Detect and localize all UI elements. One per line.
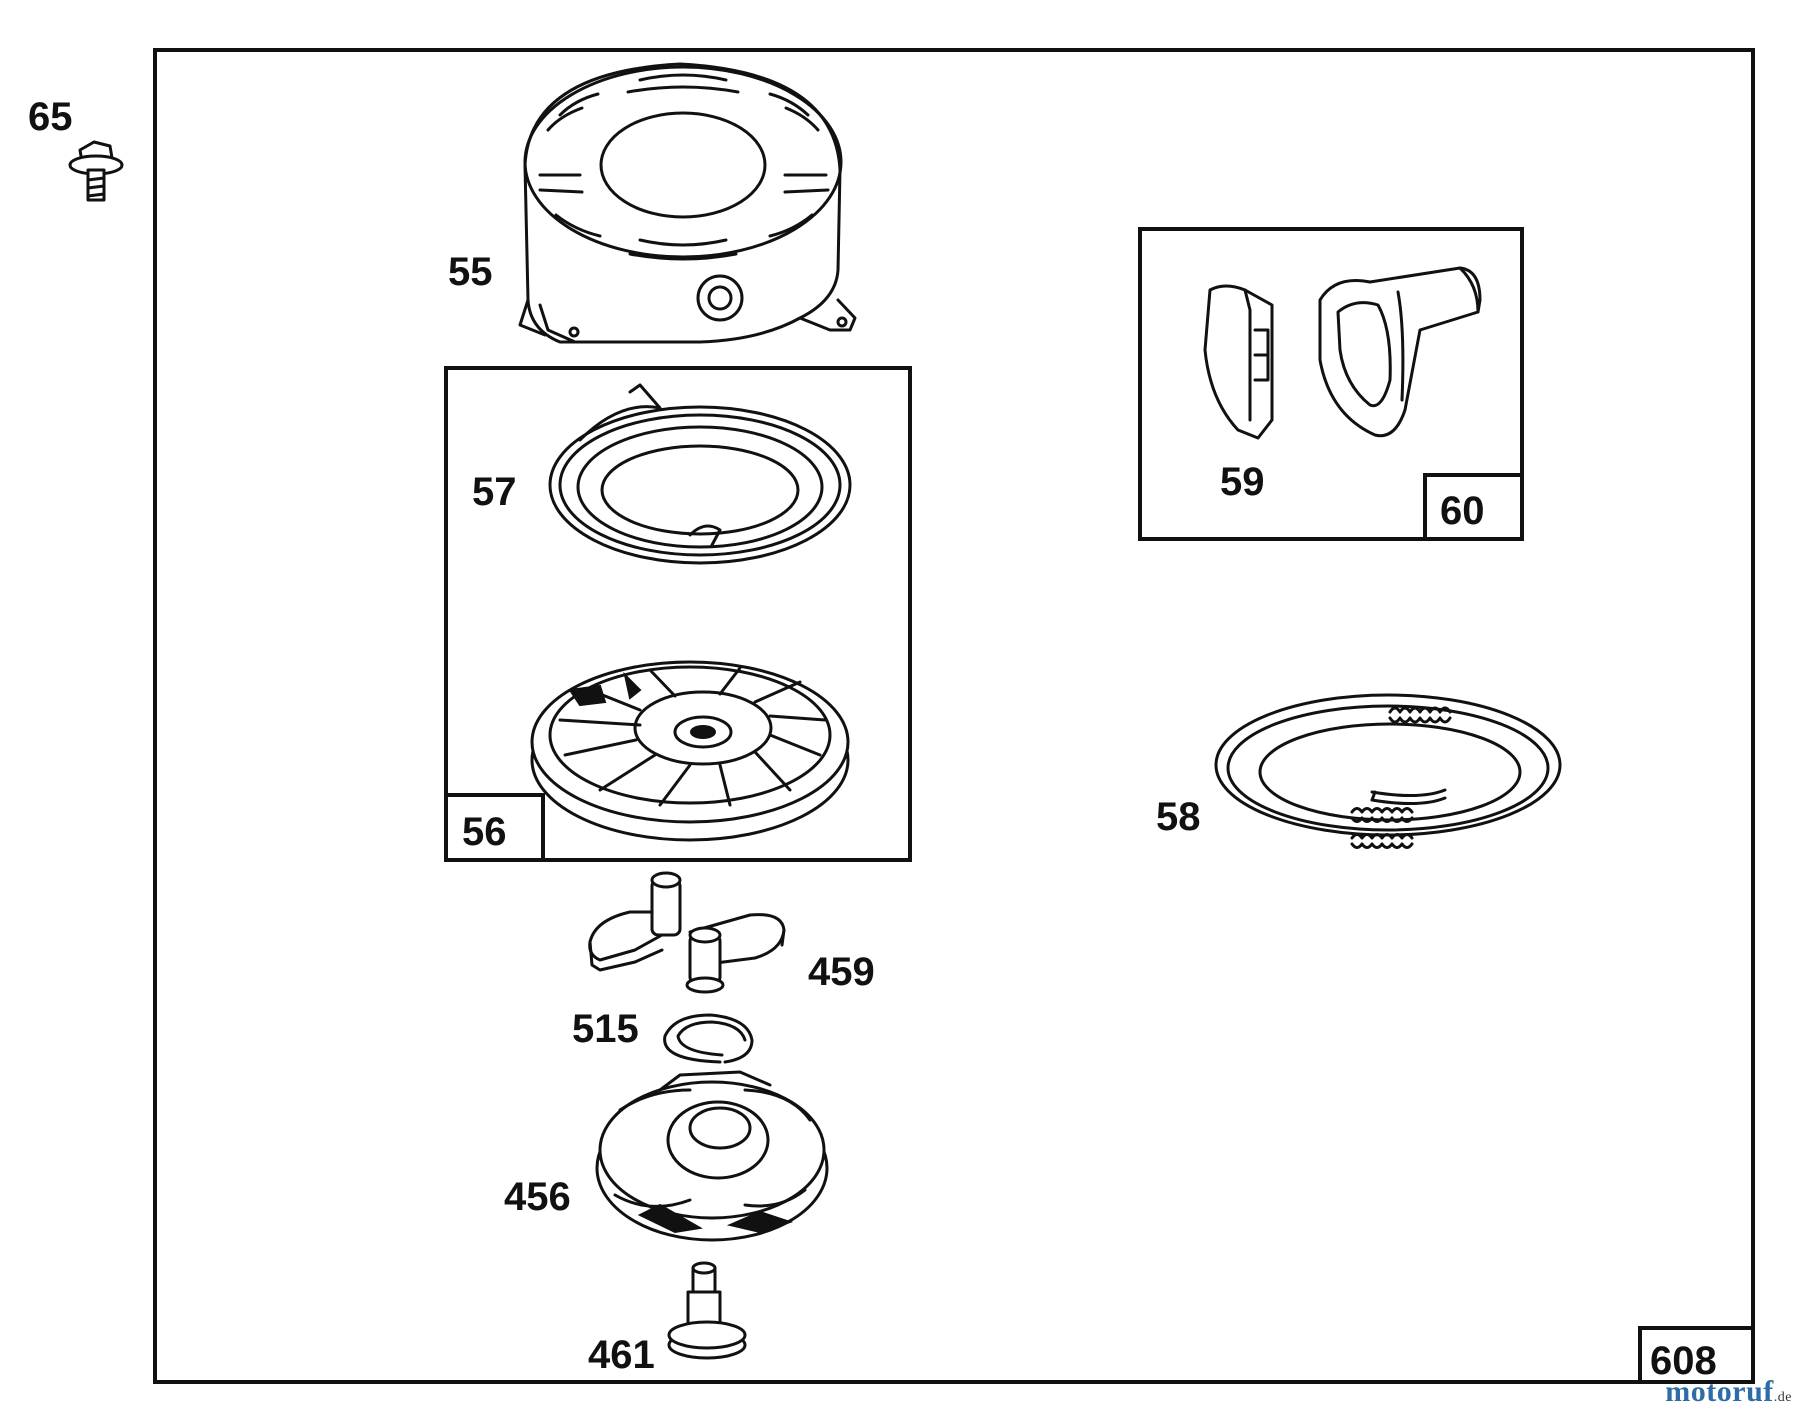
- ratchet-cup-456[interactable]: [595, 1070, 829, 1242]
- label-58: 58: [1156, 795, 1201, 839]
- box-60: [1423, 473, 1524, 541]
- starter-housing-55[interactable]: [518, 62, 857, 344]
- label-608: 608: [1650, 1339, 1717, 1383]
- label-59: 59: [1220, 460, 1265, 504]
- retainer-ring-515[interactable]: [663, 1013, 754, 1064]
- pawls-459[interactable]: [588, 871, 786, 994]
- pulley-56[interactable]: [530, 660, 850, 842]
- handle-insert-59[interactable]: [1203, 284, 1274, 440]
- kit-box-56: [444, 366, 912, 862]
- recoil-spring-57[interactable]: [548, 383, 852, 565]
- watermark-main: motoruf: [1665, 1375, 1774, 1408]
- outer-frame: [153, 48, 1755, 1384]
- label-459: 459: [808, 950, 875, 994]
- label-56: 56: [462, 810, 507, 854]
- label-65: 65: [28, 95, 73, 139]
- watermark-tld: .de: [1773, 1390, 1792, 1405]
- label-55: 55: [448, 250, 493, 294]
- rope-fray-top: [1388, 706, 1452, 724]
- box-56: [444, 793, 545, 862]
- box-608: [1638, 1326, 1755, 1384]
- watermark-logo: motoruf.de: [1665, 1375, 1792, 1409]
- label-57: 57: [472, 470, 517, 514]
- starter-handle-60[interactable]: [1318, 266, 1482, 438]
- label-515: 515: [572, 1007, 639, 1051]
- label-456: 456: [504, 1175, 571, 1219]
- bolt-65[interactable]: [68, 140, 124, 202]
- screw-461[interactable]: [667, 1261, 747, 1360]
- rope-fray-bottom: [1350, 807, 1414, 849]
- label-461: 461: [588, 1333, 655, 1377]
- starter-rope-58[interactable]: [1214, 693, 1562, 849]
- kit-box-60: [1138, 227, 1524, 541]
- label-60: 60: [1440, 489, 1485, 533]
